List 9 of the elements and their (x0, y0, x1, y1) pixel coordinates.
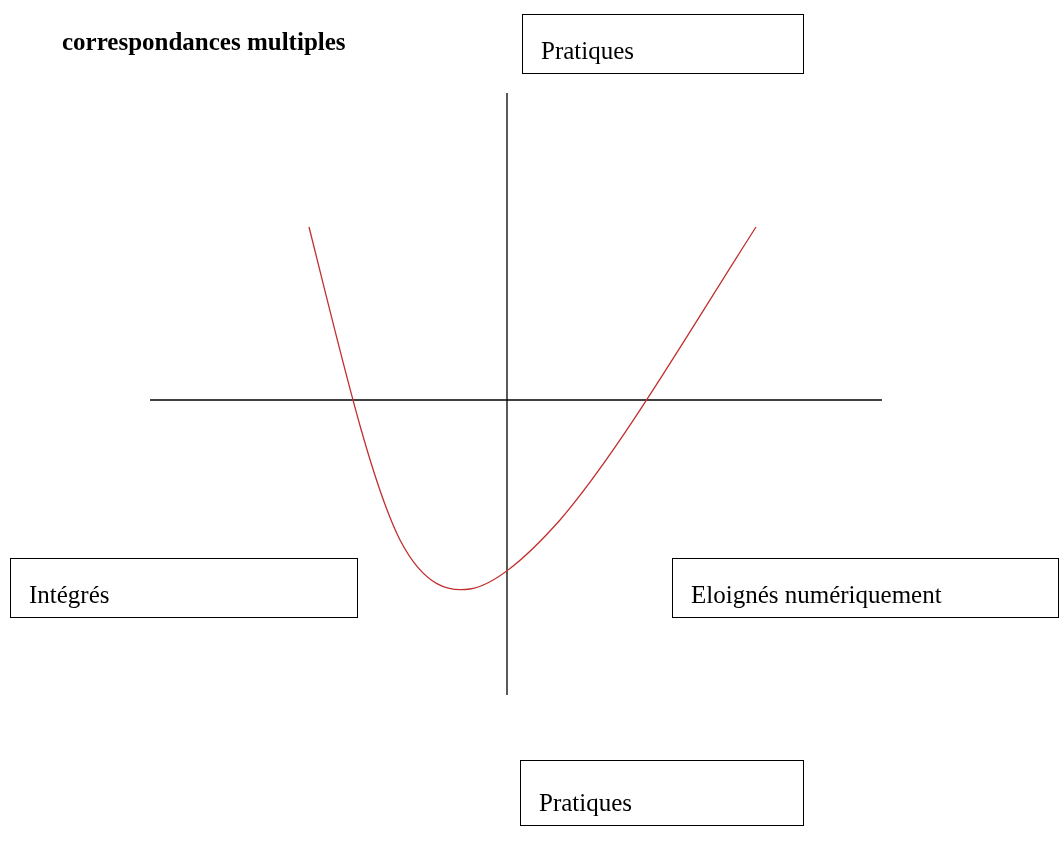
label-box (522, 14, 804, 74)
box-label: Pratiques (541, 37, 635, 65)
title: correspondances multiples (62, 28, 346, 56)
box-label: Intégrés (29, 581, 110, 609)
box-label: Eloignés numériquement (691, 581, 942, 609)
label-box (520, 760, 804, 826)
label-box (672, 558, 1059, 618)
label-box (10, 558, 358, 618)
box-label: Pratiques (539, 789, 633, 817)
